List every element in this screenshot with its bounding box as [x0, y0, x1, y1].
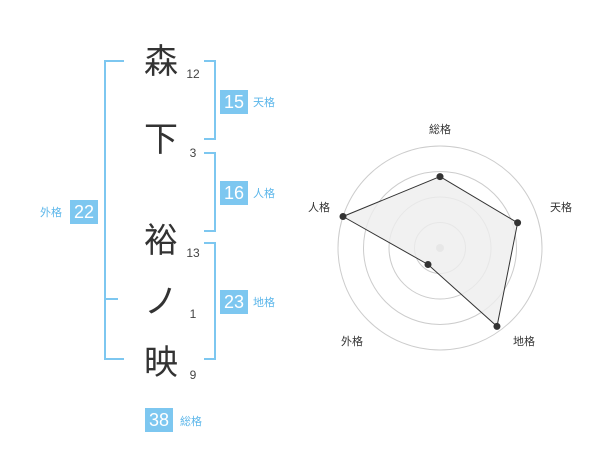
gaikaku-bracket-mid	[104, 298, 118, 300]
gaikaku-label: 外格	[40, 206, 62, 219]
radar-ring	[337, 145, 543, 351]
jinkaku-bracket-vertical	[214, 152, 216, 232]
name-char-3: 裕	[144, 221, 178, 261]
radar-point-1	[436, 173, 444, 181]
chikaku-bracket-bottom	[204, 358, 216, 360]
tenkaku-bracket-vertical	[214, 60, 216, 140]
chikaku-bracket-vertical	[214, 242, 216, 360]
gaikaku-bracket-vertical	[104, 60, 106, 360]
radar-axis-label-tenkaku: 天格	[550, 201, 572, 214]
jinkaku-bracket-bottom	[204, 230, 216, 232]
stroke-count-1: 12	[186, 67, 200, 81]
chikaku-value-badge: 23	[220, 290, 248, 314]
name-char-1: 森	[144, 42, 178, 82]
name-char-5: 映	[144, 343, 178, 383]
radar-axis-label-soukaku: 総格	[429, 123, 451, 136]
radar-axis-label-jinkaku: 人格	[308, 201, 330, 214]
stroke-count-5: 9	[189, 368, 197, 382]
radar-ring	[363, 171, 517, 325]
chikaku-label: 地格	[253, 296, 275, 309]
radar-axis-label-chikaku: 地格	[513, 335, 535, 348]
soukaku-label: 総格	[180, 415, 202, 428]
stroke-count-2: 3	[189, 146, 197, 160]
name-char-4: ノ	[144, 282, 178, 322]
gaikaku-bracket-top	[104, 60, 124, 62]
radar-point-2	[514, 219, 522, 227]
tenkaku-bracket-bottom	[204, 138, 216, 140]
soukaku-value-badge: 38	[145, 408, 173, 432]
gaikaku-bracket-bottom	[104, 358, 124, 360]
chikaku-bracket-top	[204, 242, 216, 244]
jinkaku-value-badge: 16	[220, 181, 248, 205]
radar-point-4	[424, 261, 432, 269]
radar-axis-label-gaikaku: 外格	[341, 335, 363, 348]
name-char-2: 下	[144, 120, 178, 160]
radar-data-polygon	[341, 176, 519, 328]
gaikaku-value-badge: 22	[70, 200, 98, 224]
tenkaku-value-badge: 15	[220, 90, 248, 114]
jinkaku-label: 人格	[253, 187, 275, 200]
stroke-count-3: 13	[186, 246, 200, 260]
radar-point-5	[339, 212, 347, 220]
tenkaku-bracket-top	[204, 60, 216, 62]
stroke-count-4: 1	[189, 307, 197, 321]
tenkaku-label: 天格	[253, 96, 275, 109]
radar-point-3	[493, 322, 501, 330]
jinkaku-bracket-top	[204, 152, 216, 154]
